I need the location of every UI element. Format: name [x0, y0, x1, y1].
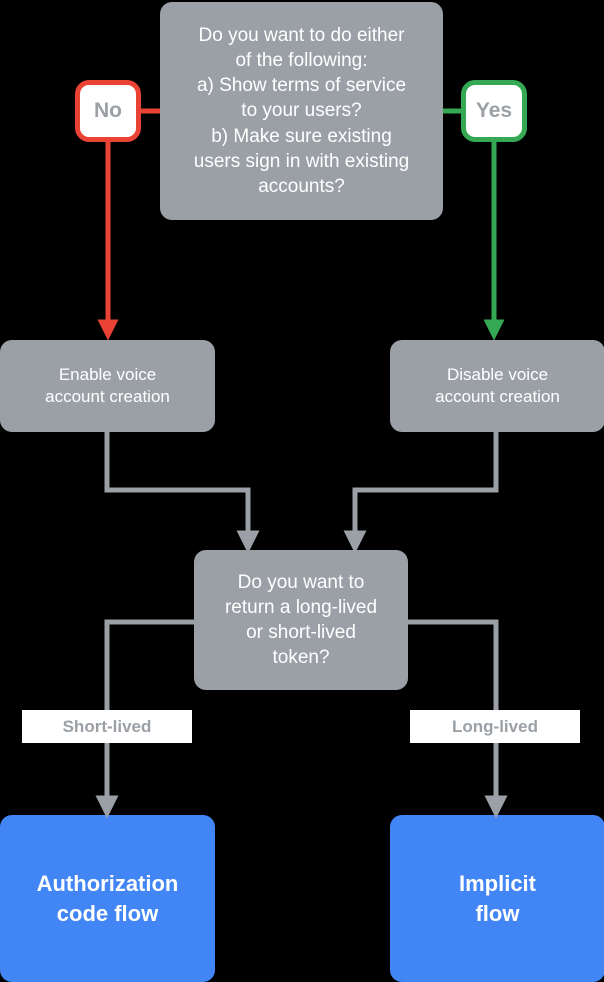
edge-label-long-lived-text: Long-lived — [452, 716, 538, 736]
decision-top-text: Do you want to do either of the followin… — [193, 25, 410, 197]
box-enable-text: Enable voice account creation — [45, 364, 170, 406]
edge-badge-no[interactable]: No — [75, 80, 141, 142]
terminal-node-implicit-flow[interactable]: Implicit flow — [390, 815, 604, 982]
decision-node-token-lifetime[interactable]: Do you want to return a long-lived or sh… — [194, 550, 408, 690]
edge-enable-to-decision-bottom — [104, 432, 260, 554]
decision-node-terms-or-existing-users[interactable]: Do you want to do either of the followin… — [160, 2, 443, 220]
edge-label-short-lived: Short-lived — [22, 710, 192, 743]
edge-label-long-lived: Long-lived — [410, 710, 580, 743]
box-auth-text: Authorization code flow — [36, 871, 179, 926]
decision-bottom-text: Do you want to return a long-lived or sh… — [224, 571, 378, 669]
box-disable-text: Disable voice account creation — [435, 364, 560, 406]
edge-badge-yes[interactable]: Yes — [461, 80, 527, 142]
box-implicit-text: Implicit flow — [458, 871, 536, 926]
badge-yes-label: Yes — [475, 99, 513, 122]
process-node-enable-voice-account-creation[interactable]: Enable voice account creation — [0, 340, 215, 432]
edge-disable-to-decision-bottom — [343, 432, 499, 554]
badge-no-label: No — [94, 99, 122, 122]
terminal-node-authorization-code-flow[interactable]: Authorization code flow — [0, 815, 215, 982]
process-node-disable-voice-account-creation[interactable]: Disable voice account creation — [390, 340, 604, 432]
edge-label-short-lived-text: Short-lived — [62, 716, 152, 736]
